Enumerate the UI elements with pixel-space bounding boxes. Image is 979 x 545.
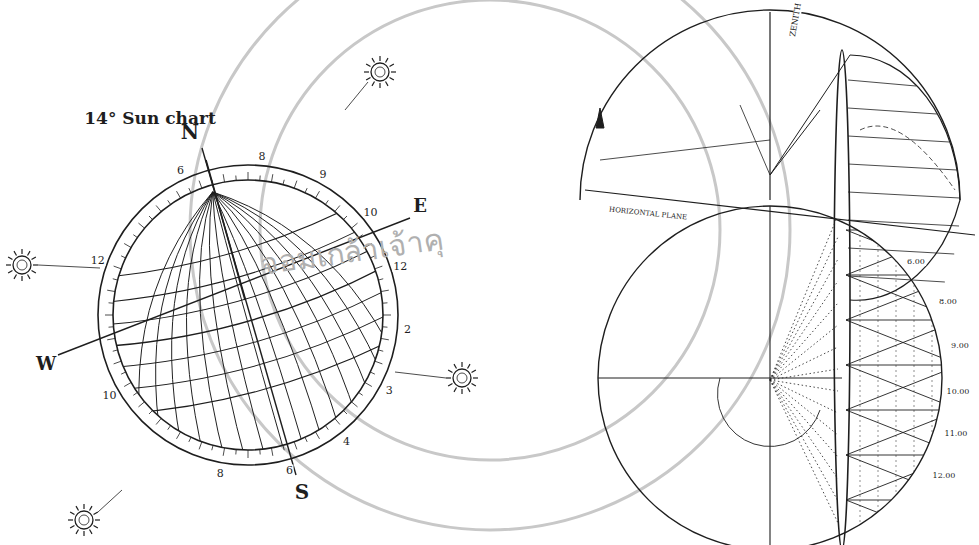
rim-number: 3 — [385, 385, 394, 396]
rim-number: 10 — [363, 207, 379, 218]
compass-letter: N — [181, 122, 199, 142]
plane-label: HORIZONTAL PLANE — [608, 206, 689, 221]
rim-number: 8 — [216, 467, 225, 478]
compass-letter: E — [413, 197, 427, 215]
rim-number: 10 — [101, 390, 117, 401]
rim-number: 12 — [90, 255, 106, 266]
rim-number: 9 — [319, 168, 328, 179]
plane-label: ZENITH — [789, 2, 803, 39]
watermark-seal — [190, 0, 790, 530]
compass-letter: W — [36, 355, 56, 373]
rim-number: 8 — [257, 150, 266, 161]
hour-label: 6.00 — [906, 258, 926, 266]
sun-path-projection — [580, 10, 975, 545]
compass-letter: S — [295, 482, 309, 502]
hour-label: 10.00 — [946, 388, 971, 396]
watermark-text: จอมเกล้าเจ้าคุ — [259, 224, 445, 279]
sun-chart-disc — [58, 148, 434, 501]
sun-icons — [6, 56, 478, 536]
rim-number: 12 — [392, 260, 408, 271]
hour-label: 11.00 — [944, 430, 969, 438]
rim-number: 2 — [403, 323, 412, 334]
hour-label: 8.00 — [938, 298, 958, 306]
rim-number: 4 — [342, 436, 351, 447]
hour-label: 9.00 — [950, 342, 970, 350]
rim-number: 6 — [285, 464, 294, 475]
rim-number: 6 — [176, 164, 185, 175]
hour-label: 12.00 — [932, 472, 957, 480]
